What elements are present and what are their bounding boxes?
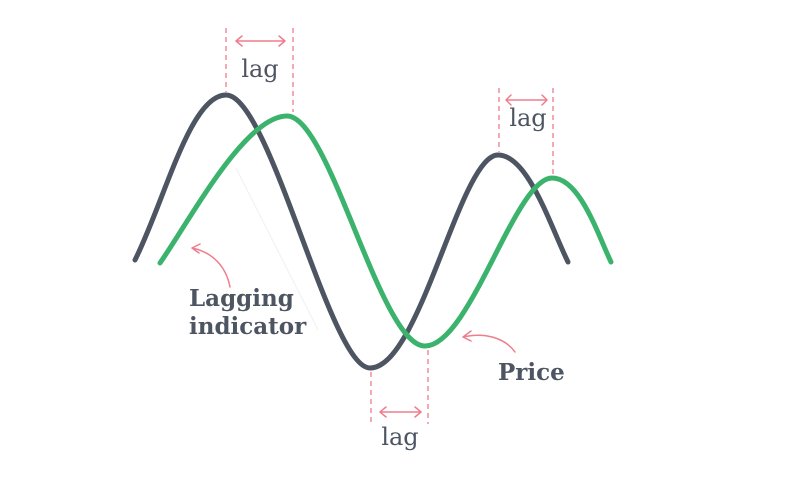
price-label: Price: [498, 359, 565, 386]
lag-label-3: lag: [381, 423, 418, 451]
callout-arrow-indicator: [191, 243, 231, 288]
price-curve: [157, 113, 614, 349]
lag-label-2: lag: [509, 104, 546, 132]
callout-arrow-price: [462, 330, 516, 353]
lag-marker-2: lag: [498, 88, 554, 175]
price-callout: Price: [462, 330, 565, 386]
indicator-curve: [132, 92, 571, 371]
lag-marker-3: lag: [370, 350, 429, 451]
lag-label-1: lag: [241, 55, 278, 83]
lag-marker-1: lag: [225, 28, 294, 112]
lagging-indicator-label-line2: indicator: [189, 313, 307, 340]
faint-guide-line: [235, 167, 319, 331]
lagging-indicator-callout: Lagging indicator: [189, 243, 307, 340]
lagging-indicator-label-line1: Lagging: [189, 285, 294, 312]
